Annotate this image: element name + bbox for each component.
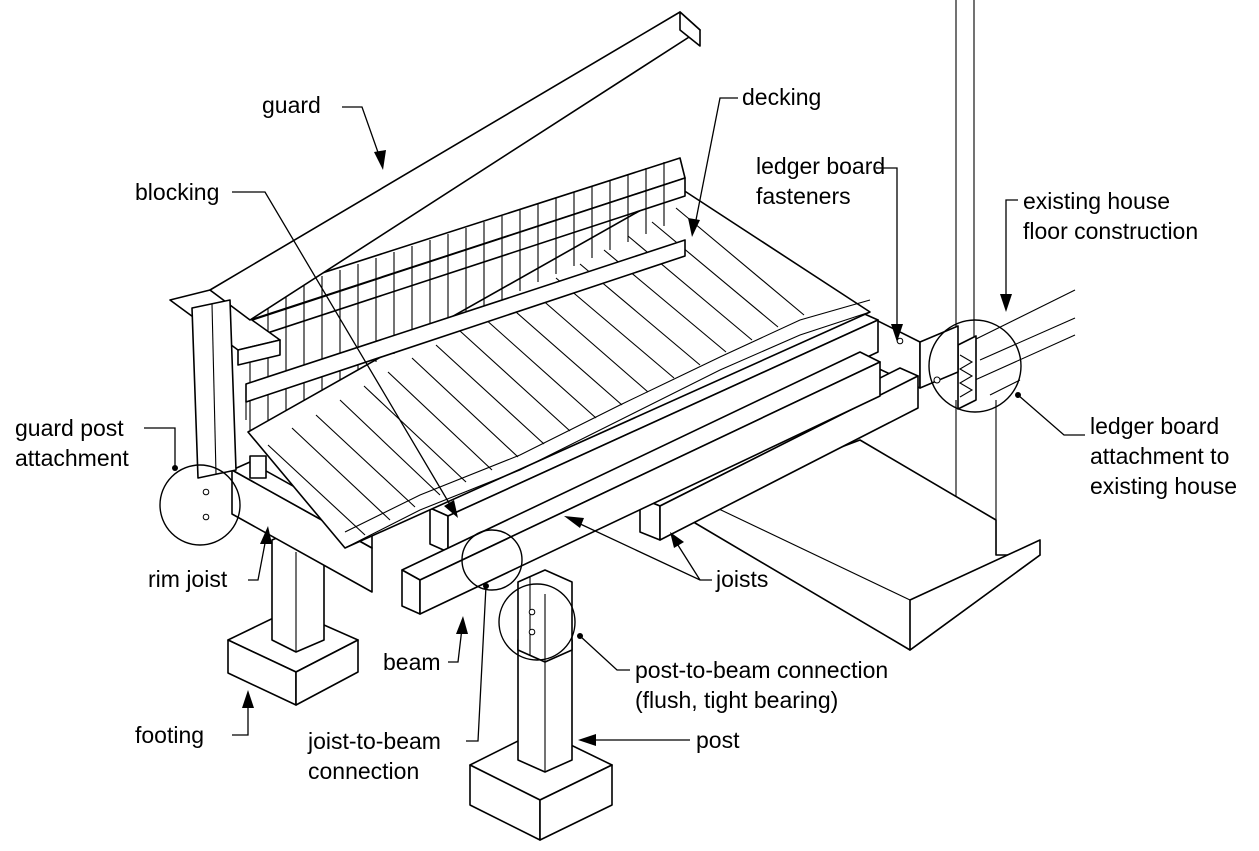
floor-construction (957, 289, 1076, 410)
ledger-detail-circle (928, 319, 1022, 413)
guard-post-detail-circle (159, 464, 241, 546)
balusters (249, 162, 665, 430)
label-ledger-attach-3: existing house (1090, 473, 1238, 499)
post-beam-detail-circle (498, 583, 576, 661)
label-guard-post-1: guard post (15, 415, 124, 441)
label-ledger-fasteners-1: ledger board (756, 153, 886, 179)
label-decking: decking (742, 84, 822, 110)
house-wall (955, 0, 997, 580)
label-guard-post-2: attachment (15, 445, 129, 471)
beam (401, 351, 881, 615)
label-existing-house-1: existing house (1023, 188, 1171, 214)
label-beam: beam (383, 649, 441, 675)
decking (247, 187, 871, 549)
label-blocking: blocking (135, 179, 220, 205)
label-post: post (696, 727, 740, 753)
leaders (144, 97, 1085, 746)
label-post-to-beam-2: (flush, tight bearing) (635, 687, 839, 713)
detail-circles (159, 319, 1022, 661)
label-joists: joists (716, 566, 769, 592)
label-ledger-fasteners-2: fasteners (756, 183, 851, 209)
label-joist-to-beam-2: connection (308, 758, 420, 784)
guard (169, 11, 701, 521)
label-footing: footing (135, 722, 205, 748)
label-post-to-beam-1: post-to-beam connection (635, 657, 889, 683)
joist-beam-detail-circle (461, 529, 523, 591)
label-ledger-attach-2: attachment to (1090, 443, 1230, 469)
house-foundation (689, 439, 1041, 651)
label-guard: guard (262, 92, 321, 118)
label-ledger-attach-1: ledger board (1090, 413, 1220, 439)
label-rim-joist: rim joist (148, 566, 228, 592)
label-existing-house-2: floor construction (1023, 218, 1199, 244)
center-post (469, 569, 613, 841)
label-joist-to-beam-1: joist-to-beam (308, 728, 441, 754)
